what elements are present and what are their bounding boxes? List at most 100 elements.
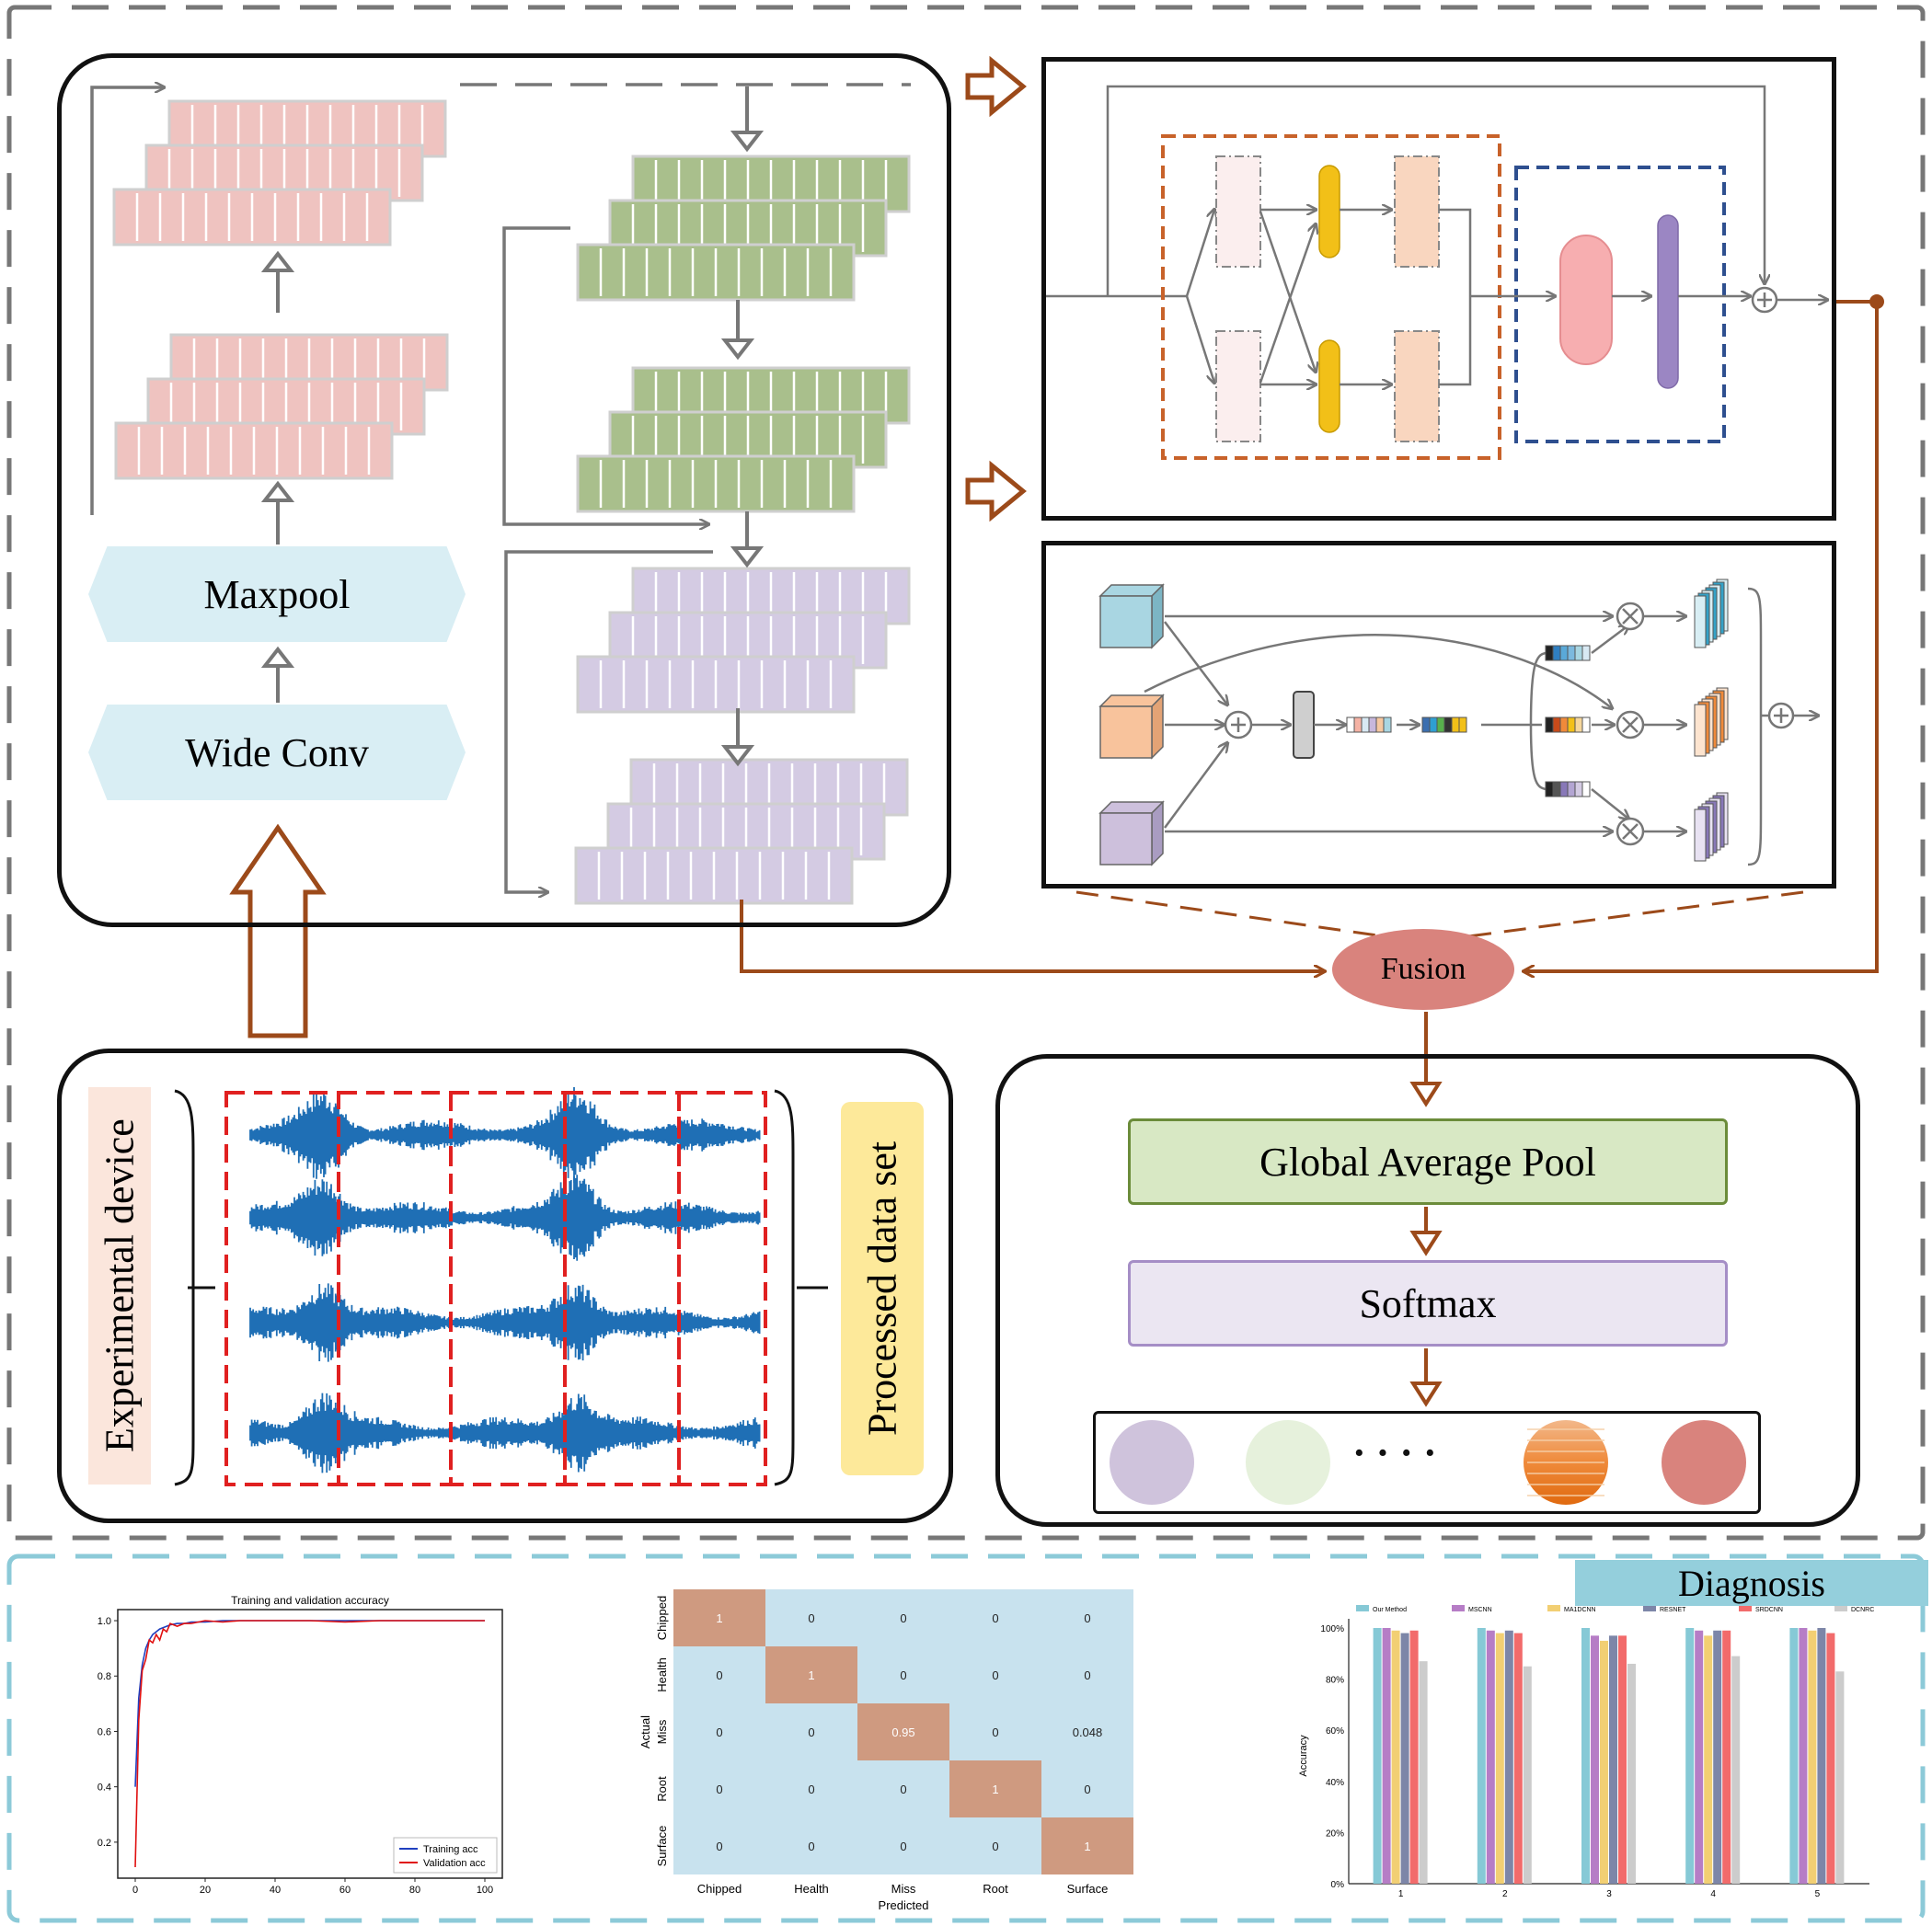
y-tick-label: 0.8	[98, 1671, 111, 1682]
legend-swatch	[1739, 1605, 1752, 1611]
matrix-cell	[857, 1760, 949, 1817]
cell-value: 0	[900, 1840, 906, 1853]
x-tick-label: 100	[477, 1885, 493, 1896]
legend	[393, 1837, 498, 1874]
down-arrow-icon	[1409, 1231, 1443, 1256]
bar	[1808, 1630, 1817, 1884]
processed-data-set-label: Processed data set	[841, 1102, 924, 1475]
matrix-cell	[765, 1703, 857, 1760]
x-tick-label: 4	[1710, 1889, 1716, 1899]
bar	[1591, 1635, 1599, 1884]
x-tick-label: 80	[409, 1885, 420, 1896]
matrix-cell	[673, 1703, 765, 1760]
bar	[1799, 1628, 1808, 1884]
up-arrow-icon	[260, 480, 295, 502]
cell-value: 0	[716, 1725, 722, 1739]
cell-value: 0	[900, 1783, 906, 1796]
bar	[1826, 1633, 1835, 1884]
matrix-cell	[857, 1646, 949, 1703]
cell-value: 1	[992, 1783, 998, 1796]
legend-swatch	[1547, 1605, 1560, 1611]
outer-dashed-frame	[6, 5, 1926, 1541]
col-label: Health	[794, 1882, 829, 1896]
cell-value: 0	[716, 1783, 722, 1796]
x-tick-label: 20	[200, 1885, 211, 1896]
sample-window	[677, 1091, 767, 1486]
cell-value: 0	[992, 1611, 998, 1625]
cell-value: 0	[808, 1725, 814, 1739]
down-arrow-icon	[730, 131, 765, 153]
legend-label: Our Method	[1373, 1607, 1407, 1613]
bar	[1817, 1628, 1826, 1884]
matrix-cell	[765, 1760, 857, 1817]
encoder-feature-maps	[112, 99, 911, 905]
up-arrow-icon	[260, 646, 295, 668]
diagnosis-tab: Diagnosis	[1575, 1560, 1928, 1606]
col-label: Root	[983, 1882, 1008, 1896]
down-arrow-icon	[1409, 1082, 1443, 1107]
plot-area	[117, 1609, 503, 1879]
matrix-cell	[857, 1817, 949, 1874]
legend-swatch	[1834, 1605, 1847, 1611]
bar	[1523, 1666, 1532, 1884]
y-axis-label: Accuracy	[1298, 1735, 1309, 1777]
y-tick-label: 100%	[1320, 1624, 1344, 1634]
down-arrow-icon	[730, 546, 765, 568]
cell-value: 1	[1084, 1840, 1090, 1853]
y-tick-label: 0.4	[98, 1783, 111, 1794]
x-axis-label: Predicted	[879, 1898, 929, 1912]
down-arrow-icon	[720, 338, 755, 361]
cell-value: 0	[992, 1725, 998, 1739]
x-tick-label: 60	[339, 1885, 351, 1896]
cell-value: 0	[900, 1611, 906, 1625]
cell-value: 1	[808, 1668, 814, 1682]
legend-swatch	[1452, 1605, 1465, 1611]
right-arrow-icon	[965, 55, 1027, 118]
legend-label: MSCNN	[1468, 1607, 1492, 1613]
wide-conv-label: Wide Conv	[185, 729, 369, 775]
cell-value: 0	[900, 1668, 906, 1682]
cell-value: 1	[716, 1611, 722, 1625]
bar	[1609, 1635, 1617, 1884]
legend-label: Validation acc	[423, 1858, 486, 1869]
vibration-signals	[174, 1087, 828, 1486]
x-tick-label: 0	[132, 1885, 138, 1896]
maxpool-label: Maxpool	[203, 571, 351, 617]
matrix-cell	[949, 1703, 1041, 1760]
maxpool-block: Maxpool	[88, 546, 466, 642]
matrix-cell	[673, 1817, 765, 1874]
bar	[1513, 1633, 1523, 1884]
y-tick-label: 0.2	[98, 1838, 111, 1849]
legend-swatch	[1356, 1605, 1369, 1611]
matrix-cell	[949, 1589, 1041, 1646]
row-label: Miss	[655, 1719, 669, 1744]
matrix-cell	[1041, 1703, 1133, 1760]
bar	[1382, 1628, 1391, 1884]
col-label: Miss	[891, 1882, 916, 1896]
attention-block	[1098, 579, 1818, 866]
x-tick-label: 40	[270, 1885, 281, 1896]
matrix-cell	[857, 1589, 949, 1646]
matrix-cell	[949, 1760, 1041, 1817]
bar	[1835, 1671, 1845, 1884]
brown-arrows	[229, 55, 1884, 1407]
y-tick-label: 1.0	[98, 1616, 111, 1627]
signal-trace	[249, 1175, 761, 1261]
row-label: Chipped	[655, 1596, 669, 1640]
bar	[1722, 1630, 1731, 1884]
legend-label: MA1DCNN	[1564, 1607, 1596, 1613]
col-label: Surface	[1067, 1882, 1109, 1896]
evaluation-dashed-frame	[6, 1553, 1926, 1923]
cell-value: 0	[1084, 1611, 1090, 1625]
cell-value: 0	[808, 1840, 814, 1853]
bar	[1627, 1663, 1636, 1884]
cell-value: 0.95	[891, 1725, 914, 1739]
bar	[1704, 1635, 1713, 1884]
matrix-cell	[1041, 1589, 1133, 1646]
bar	[1419, 1661, 1428, 1884]
matrix-cell	[765, 1817, 857, 1874]
